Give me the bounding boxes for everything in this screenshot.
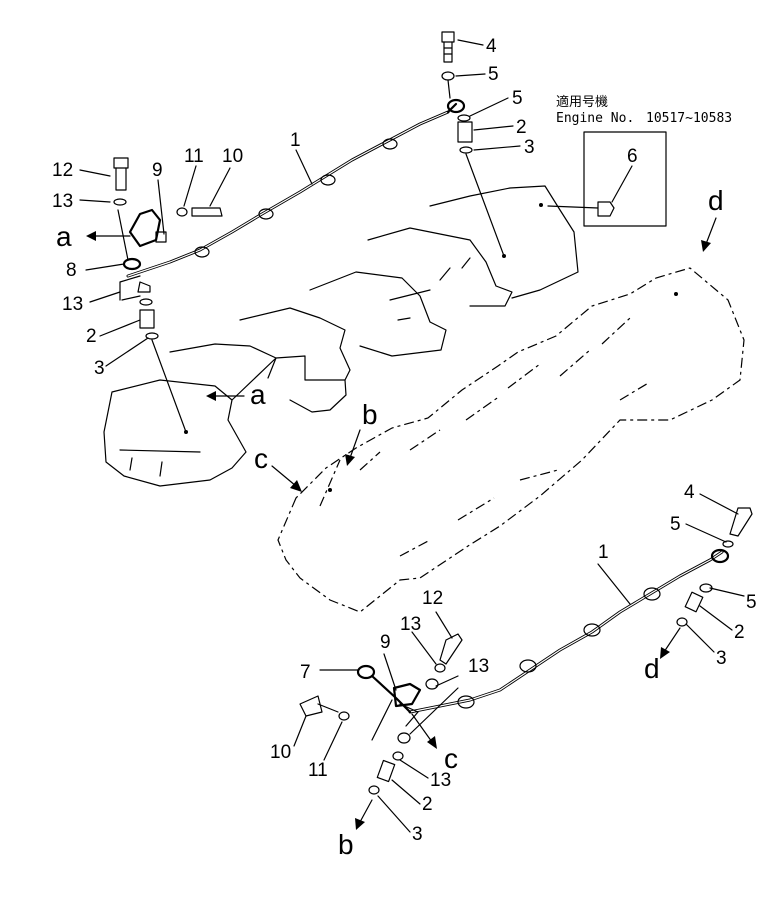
callout-9: 9 xyxy=(152,160,163,181)
arrow-c-lower xyxy=(411,713,437,749)
callout-3: 3 xyxy=(524,137,535,158)
callout-10: 10 xyxy=(222,146,243,167)
cylinder-head-1 xyxy=(103,343,277,487)
applicability-jp: 適用号機 xyxy=(556,94,608,110)
callout-5: 5 xyxy=(488,64,499,85)
ref-d-lower: d xyxy=(644,653,660,684)
arrow-a-upper xyxy=(86,231,131,241)
cylinder-head-2 xyxy=(231,307,351,413)
callout-5: 5 xyxy=(512,88,523,109)
callout-1: 1 xyxy=(598,542,609,563)
callout-11: 11 xyxy=(308,760,328,781)
callout-3: 3 xyxy=(412,824,423,845)
inset-box xyxy=(547,131,667,227)
callout-9: 9 xyxy=(380,632,391,653)
arrow-b-upper xyxy=(345,429,361,466)
callout-3: 3 xyxy=(94,358,105,379)
upper-washer-5b xyxy=(457,114,471,122)
cylinder-head-3 xyxy=(309,271,447,357)
callout-6: 6 xyxy=(627,146,638,167)
callout-2: 2 xyxy=(516,117,527,138)
callout-13: 13 xyxy=(468,656,489,677)
callout-7: 7 xyxy=(300,662,311,683)
lower-injection-pipe xyxy=(408,548,730,714)
callout-12: 12 xyxy=(52,160,73,181)
arrow-a-mid xyxy=(206,391,245,401)
ref-d-upper: d xyxy=(708,185,724,216)
ref-a-upper: a xyxy=(56,221,72,252)
ref-b-upper: b xyxy=(362,399,378,430)
callout-2: 2 xyxy=(86,326,97,347)
upper-oring-3 xyxy=(459,146,473,154)
cylinder-head-4 xyxy=(367,185,579,307)
upper-connector-2 xyxy=(457,121,473,143)
callout-2: 2 xyxy=(422,794,433,815)
ref-c-upper: c xyxy=(254,443,268,474)
callout-4: 4 xyxy=(684,482,695,503)
upper-left-fittings xyxy=(113,157,223,433)
upper-pipe-eye xyxy=(446,98,466,114)
ref-b-lower: b xyxy=(338,829,354,860)
callout-4: 4 xyxy=(486,36,497,57)
callout-13: 13 xyxy=(52,191,73,212)
head-assembly-dashed xyxy=(277,267,745,613)
leader-line xyxy=(465,153,505,257)
serial-range: 10517~10583 xyxy=(646,111,732,126)
arrow-b-lower xyxy=(355,799,373,830)
callout-11: 11 xyxy=(184,146,204,167)
upper-bolt-4 xyxy=(441,31,455,63)
callout-12: 12 xyxy=(422,588,443,609)
callout-5: 5 xyxy=(670,514,681,535)
callout-13: 13 xyxy=(400,614,421,635)
arrow-c-upper xyxy=(271,465,302,492)
callout-13: 13 xyxy=(430,770,451,791)
engine-no-label: Engine No. xyxy=(556,111,634,126)
ref-a-mid: a xyxy=(250,379,266,410)
arrow-d-lower xyxy=(660,627,681,659)
lower-left-fittings xyxy=(299,633,463,795)
callout-3: 3 xyxy=(716,648,727,669)
ref-c-lower: c xyxy=(444,743,458,774)
arrow-d-upper xyxy=(701,217,717,252)
callout-2: 2 xyxy=(734,622,745,643)
callout-13: 13 xyxy=(62,294,83,315)
callout-8: 8 xyxy=(66,260,77,281)
leader-lines xyxy=(79,39,745,833)
callout-5: 5 xyxy=(746,592,757,613)
callout-1: 1 xyxy=(290,130,301,151)
leader-line xyxy=(447,79,451,99)
lower-right-fittings xyxy=(676,507,753,627)
callout-10: 10 xyxy=(270,742,291,763)
upper-washer-5 xyxy=(441,71,455,81)
